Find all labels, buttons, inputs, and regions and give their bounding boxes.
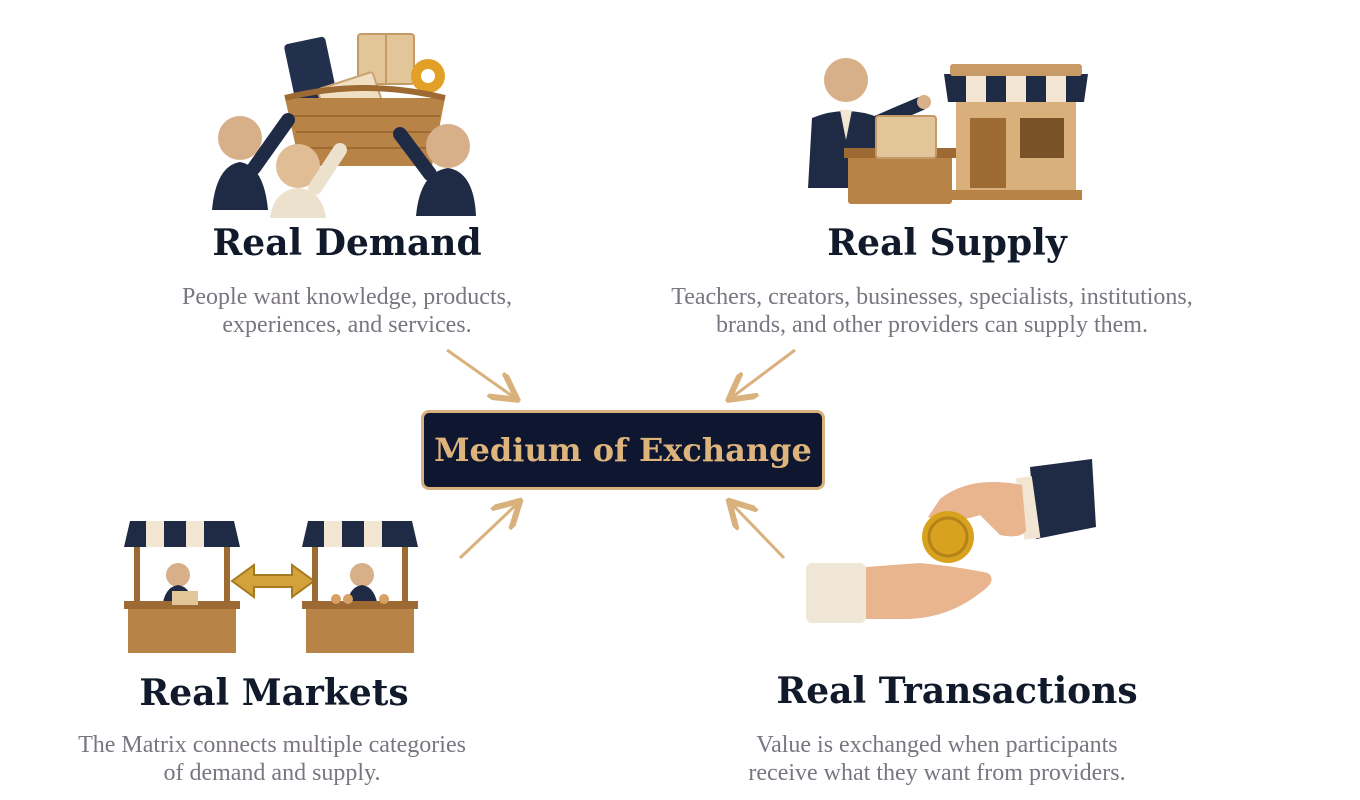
supply-description: Teachers, creators, businesses, speciali…: [671, 284, 1193, 338]
person-icon: [426, 124, 470, 168]
markets-description: The Matrix connects multiple categories …: [78, 732, 466, 786]
sleeve-icon: [1030, 459, 1096, 539]
markets-title: Real Markets: [139, 672, 409, 714]
supply-title: Real Supply: [827, 222, 1067, 264]
hand-icon: [928, 482, 1026, 537]
counter-icon: [848, 154, 952, 204]
medium-of-exchange-box: Medium of Exchange: [421, 410, 825, 490]
supply-illustration: [808, 58, 1088, 204]
transactions-illustration: [806, 459, 1096, 623]
person-icon: [218, 116, 262, 160]
arrow-markets: [458, 503, 518, 560]
exchange-arrow-icon: [230, 563, 316, 599]
center-label: Medium of Exchange: [434, 431, 812, 469]
demand-illustration: [212, 33, 476, 218]
cuff-icon: [806, 563, 866, 623]
box-icon: [875, 115, 937, 159]
markets-illustration: [124, 521, 418, 653]
demand-title: Real Demand: [212, 222, 482, 264]
market-stall-icon: [302, 521, 418, 653]
person-icon: [276, 144, 320, 188]
arrow-transactions: [731, 503, 786, 560]
transactions-title: Real Transactions: [776, 670, 1138, 712]
person-icon: [824, 58, 868, 102]
market-stall-icon: [124, 521, 240, 653]
transactions-description: Value is exchanged when participants rec…: [748, 732, 1126, 786]
arrow-demand: [446, 348, 515, 398]
demand-description: People want knowledge, products, experie…: [182, 284, 512, 338]
hand-icon: [866, 563, 992, 619]
arrow-supply: [731, 348, 796, 398]
